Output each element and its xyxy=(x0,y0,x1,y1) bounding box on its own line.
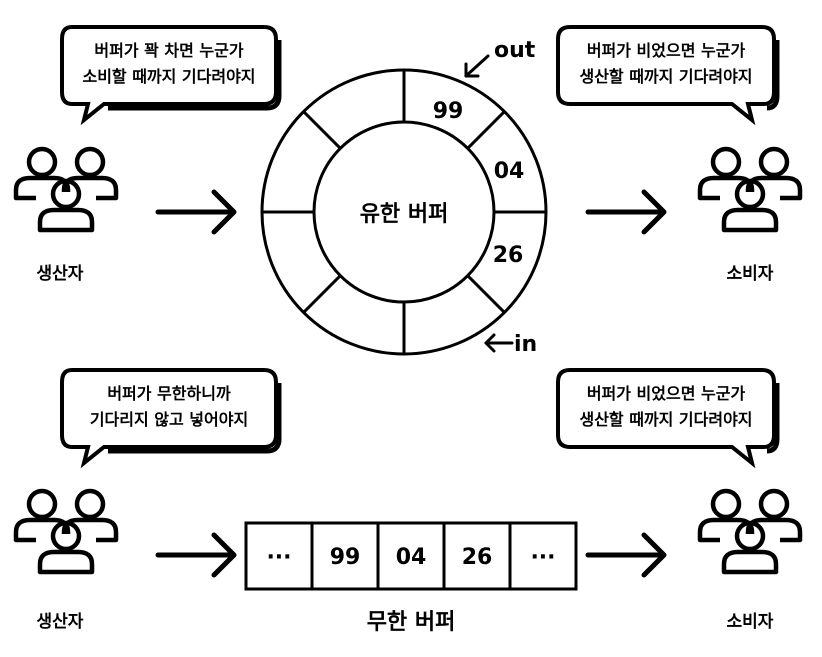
consumer-label-bottom: 소비자 xyxy=(727,612,774,632)
buffer-cell-3: 04 xyxy=(396,545,427,570)
buffer-cell-1: ··· xyxy=(266,545,291,570)
consumer-label-top: 소비자 xyxy=(727,264,774,284)
buffer-cell-5: ··· xyxy=(530,545,555,570)
consumer-speech-bubble-top: 버퍼가 비었으면 누군가 생산할 때까지 기다려야지 xyxy=(556,25,780,126)
finite-buffer-title: 유한 버퍼 xyxy=(360,202,449,227)
producer-people-icon xyxy=(16,149,116,240)
ring-slot-2: 04 xyxy=(494,159,525,184)
ring-slot-3: 26 xyxy=(493,243,524,268)
out-pointer: out xyxy=(464,38,536,78)
buffer-cell-2: 99 xyxy=(330,545,361,570)
in-label: in xyxy=(514,332,537,357)
producer-speech-bubble-bottom: 버퍼가 무한하니까 기다리지 않고 넣어야지 xyxy=(60,368,282,469)
infinite-buffer-title: 무한 버퍼 xyxy=(367,610,456,635)
arrow-producer-to-buffer-top xyxy=(155,189,237,235)
producer-people-icon-bottom xyxy=(16,491,116,582)
producer-bubble-bottom-line1: 버퍼가 무한하니까 xyxy=(107,384,231,403)
in-pointer: in xyxy=(484,332,537,357)
producer-label-top: 생산자 xyxy=(37,264,84,284)
buffer-cell-4: 26 xyxy=(462,545,493,570)
consumer-bubble-bottom-line1: 버퍼가 비었으면 누군가 xyxy=(587,384,746,403)
arrow-producer-to-buffer-bottom xyxy=(155,532,237,578)
producer-bubble-bottom-line2: 기다리지 않고 넣어야지 xyxy=(90,410,248,429)
arrow-buffer-to-consumer-top xyxy=(585,189,667,235)
consumer-bubble-top-line2: 생산할 때까지 기다려야지 xyxy=(579,67,752,86)
consumer-people-icon xyxy=(700,149,800,240)
ring-slot-1: 99 xyxy=(433,99,464,124)
ring-buffer: 유한 버퍼 99 04 26 xyxy=(260,68,548,356)
producer-label-bottom: 생산자 xyxy=(37,612,84,632)
consumer-people-icon-bottom xyxy=(700,491,800,582)
out-label: out xyxy=(494,38,536,63)
linear-buffer: ··· 99 04 26 ··· 무한 버퍼 xyxy=(244,521,578,635)
producer-bubble-top-line1: 버퍼가 꽉 차면 누군가 xyxy=(94,41,243,60)
consumer-bubble-bottom-line2: 생산할 때까지 기다려야지 xyxy=(579,410,752,429)
arrow-buffer-to-consumer-bottom xyxy=(585,532,667,578)
consumer-bubble-top-line1: 버퍼가 비었으면 누군가 xyxy=(587,41,746,60)
producer-bubble-top-line2: 소비할 때까지 기다려야지 xyxy=(82,67,255,86)
producer-speech-bubble-top: 버퍼가 꽉 차면 누군가 소비할 때까지 기다려야지 xyxy=(60,25,282,126)
consumer-speech-bubble-bottom: 버퍼가 비었으면 누군가 생산할 때까지 기다려야지 xyxy=(556,368,780,469)
